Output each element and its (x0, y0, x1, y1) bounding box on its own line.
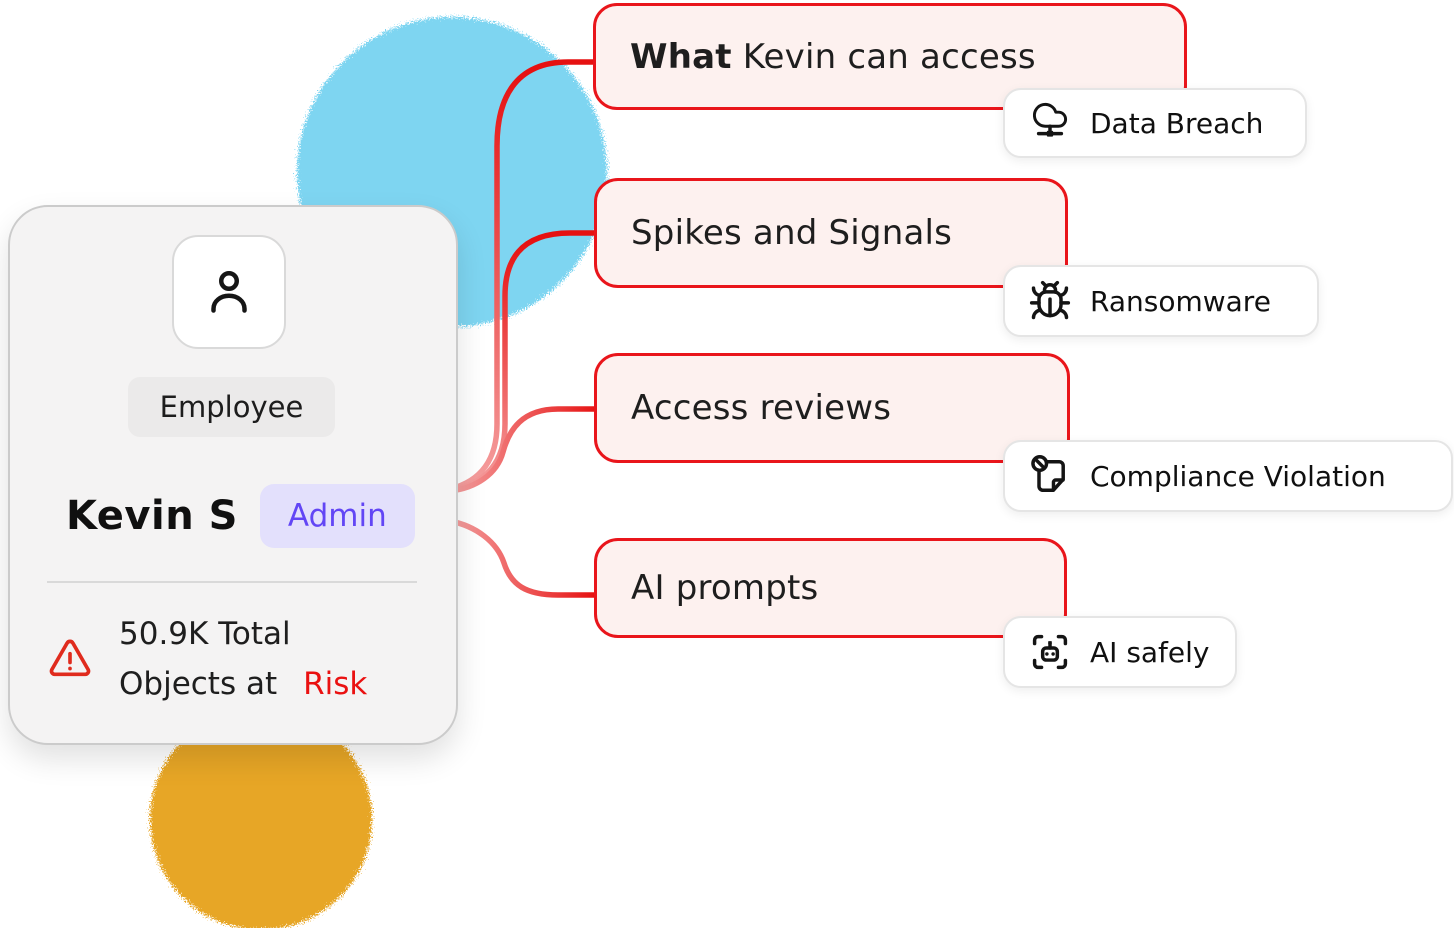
branch-ai-prompts: AI prompts (594, 538, 1067, 638)
tag-label: Data Breach (1090, 106, 1264, 140)
risk-text: 50.9K Total Objects at Risk (119, 609, 367, 709)
yellow-blob (150, 708, 372, 928)
tag-ai-safely: AI safely (1003, 616, 1237, 688)
risk-line-2-text: Objects at (119, 666, 278, 702)
branch-spikes-and-signals: Spikes and Signals (594, 178, 1068, 288)
tag-label: Ransomware (1090, 284, 1271, 318)
user-card: Employee Kevin S Admin 50.9K Total Objec… (8, 205, 458, 745)
tag-label: AI safely (1090, 635, 1210, 669)
cloud-network-icon (1032, 102, 1068, 137)
branch-title: Kevin can access (742, 36, 1036, 77)
connector-line-what (447, 59, 597, 492)
person-name: Kevin S (66, 493, 238, 539)
branch-access-reviews: Access reviews (594, 353, 1070, 463)
name-row: Kevin S Admin (66, 483, 415, 549)
avatar (172, 235, 286, 349)
connector-line-access (447, 406, 599, 494)
risk-line-2: Objects at Risk (119, 659, 367, 709)
risk-line-1: 50.9K Total (119, 616, 291, 652)
bug-icon (1029, 280, 1071, 320)
branch-title: Spikes and Signals (631, 213, 953, 253)
person-icon (211, 271, 247, 313)
branch-title: Access reviews (631, 388, 892, 428)
risk-summary: 50.9K Total Objects at Risk (45, 609, 430, 709)
document-blocked-icon (1031, 455, 1065, 493)
connector-line-ai (447, 518, 599, 598)
tag-ransomware: Ransomware (1003, 265, 1319, 337)
branch-title: AI prompts (631, 568, 819, 608)
branch-title-emphasis: What (630, 36, 732, 77)
risk-highlight: Risk (303, 666, 368, 702)
divider (47, 581, 417, 583)
admin-badge: Admin (259, 484, 415, 548)
robot-scan-icon (1032, 634, 1068, 670)
tag-label: Compliance Violation (1090, 459, 1386, 493)
tag-data-breach: Data Breach (1003, 88, 1307, 158)
tag-compliance-violation: Compliance Violation (1003, 440, 1453, 512)
warning-triangle-icon (49, 639, 91, 677)
role-tag: Employee (128, 377, 335, 437)
